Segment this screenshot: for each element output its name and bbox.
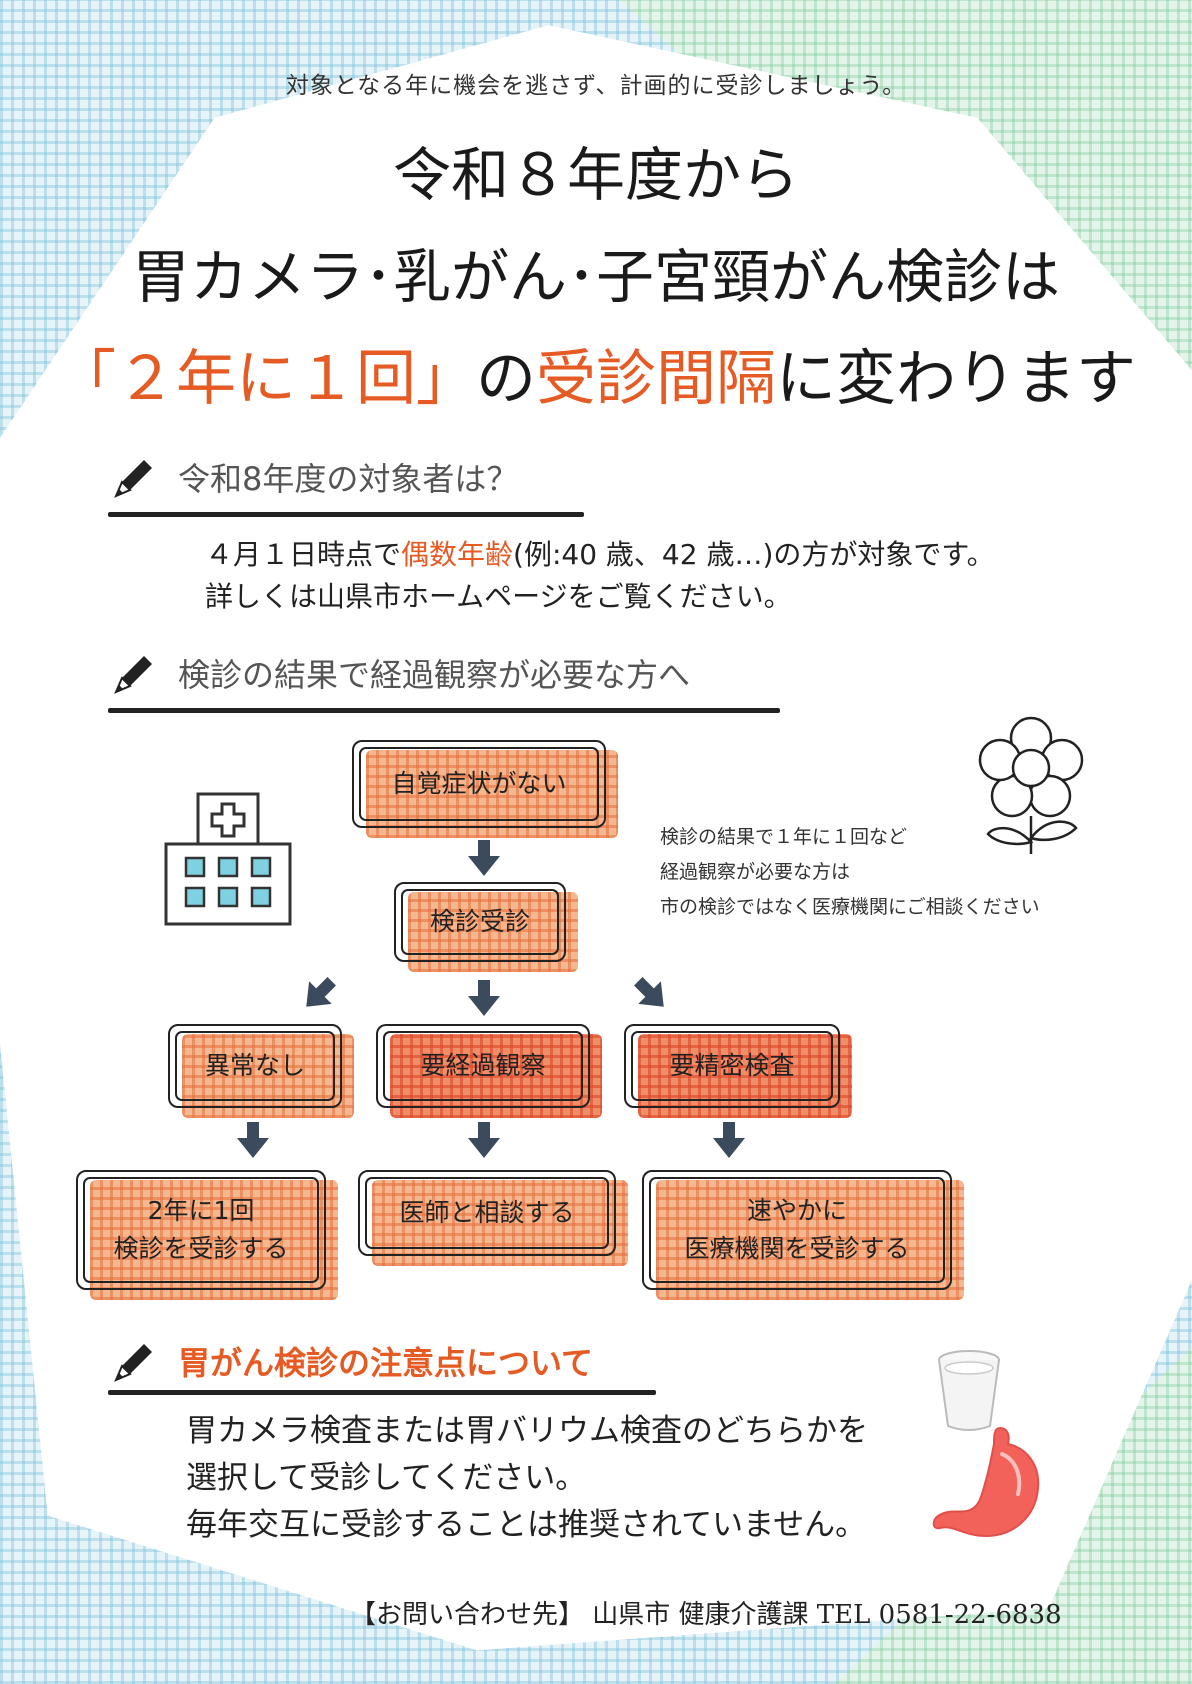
flow-box-observe: 要経過観察 (376, 1024, 602, 1118)
note-line: 経過観察が必要な方は (660, 861, 851, 883)
flow-label: 要経過観察 (420, 1051, 546, 1080)
flow-box-result-detailed: 速やかに医療機関を受診する (642, 1170, 964, 1300)
title-consultation-interval: 受診間隔 (536, 344, 776, 414)
flow-label: 検診受診 (429, 907, 530, 936)
arrow-down-icon (468, 840, 500, 876)
flow-label: 医師と相談する (399, 1198, 575, 1227)
arrow-down-icon (713, 1122, 745, 1158)
stomach-notice: 胃カメラ検査または胃バリウム検査のどちらかを 選択して受診してください。 毎年交… (186, 1408, 868, 1549)
flow-label-line: 速やかに (746, 1196, 847, 1225)
note-line: 市の検診ではなく医療機関にご相談ください (660, 896, 1040, 918)
section-heading-stomach-text: 胃がん検診の注意点について (178, 1344, 594, 1382)
arrow-down-icon (468, 1122, 500, 1158)
arrow-down-left-icon (306, 977, 336, 1007)
pencil-icon (114, 1344, 152, 1382)
flow-label: 速やかに医療機関を受診する (684, 1192, 909, 1268)
stomach-notice-line: 胃カメラ検査または胃バリウム検査のどちらかを (186, 1413, 868, 1449)
flow-label: 要精密検査 (669, 1051, 795, 1080)
target-description: ４月１日時点で偶数年齢(例:40 歳、42 歳…)の方が対象です。 詳しくは山県… (205, 534, 995, 618)
pencil-icon (114, 656, 152, 694)
stomach-notice-line: 選択して受診してください。 (186, 1460, 587, 1496)
even-age-highlight: 偶数年齢 (401, 538, 514, 571)
section-heading-target-text: 令和8年度の対象者は？ (178, 460, 519, 498)
title-interval-highlight: 「２年に１回」 (56, 344, 476, 414)
hospital-icon (164, 792, 292, 926)
flow-label-line: 検診を受診する (113, 1234, 289, 1263)
title-line-3: 「２年に１回」の受診間隔に変わります (0, 330, 1192, 417)
flow-box-screening: 検診受診 (394, 882, 578, 972)
flow-box-detailed: 要精密検査 (624, 1024, 852, 1118)
section-heading-follow-up: 検診の結果で経過観察が必要な方へ (108, 648, 690, 698)
arrow-down-icon (237, 1122, 269, 1158)
section-heading-target: 令和8年度の対象者は？ (108, 452, 518, 502)
section-heading-stomach: 胃がん検診の注意点について (108, 1336, 593, 1386)
section-underline (108, 1390, 656, 1395)
title-end: に変わります (776, 344, 1136, 414)
note-line: 検診の結果で１年に１回など (660, 826, 908, 848)
title-line-1: 令和８年度から (392, 141, 799, 209)
section-underline (108, 708, 780, 713)
section-underline (108, 512, 584, 517)
title-line-2: 胃カメラ･乳がん･子宮頸がん検診は (131, 243, 1060, 311)
flow-label-line: 医療機関を受診する (684, 1234, 910, 1263)
flow-label-line: 2年に1回 (147, 1196, 255, 1225)
flow-label: 自覚症状がない (391, 769, 567, 798)
target-text-post: (例:40 歳、42 歳…)の方が対象です。 (513, 538, 995, 571)
stomach-notice-line: 毎年交互に受診することは推奨されていません。 (186, 1507, 867, 1543)
flower-icon (978, 716, 1084, 854)
follow-up-note: 検診の結果で１年に１回など 経過観察が必要な方は 市の検診ではなく医療機関にご相… (660, 820, 1040, 925)
target-text-pre: ４月１日時点で (205, 538, 402, 571)
cup-icon (938, 1350, 1000, 1431)
lead-text: 対象となる年に機会を逃さず、計画的に受診しましょう。 (285, 73, 907, 99)
arrow-down-icon (468, 980, 500, 1016)
flow-box-no-symptoms: 自覚症状がない (352, 740, 618, 838)
flow-box-result-normal: 2年に1回検診を受診する (76, 1170, 338, 1300)
flow-label: 2年に1回検診を受診する (113, 1192, 288, 1268)
homepage-notice: 詳しくは山県市ホームページをご覧ください。 (205, 580, 792, 613)
stomach-icon (932, 1426, 1040, 1538)
arrow-down-right-icon (634, 977, 664, 1007)
flow-label: 異常なし (204, 1051, 305, 1080)
flow-box-normal: 異常なし (168, 1024, 354, 1118)
pencil-icon (114, 460, 152, 498)
title-particle: の (476, 344, 536, 414)
contact-info: 【お問い合わせ先】 山県市 健康介護課 TEL 0581-22-6838 (350, 1600, 1062, 1630)
section-heading-follow-up-text: 検診の結果で経過観察が必要な方へ (178, 656, 691, 694)
flow-box-result-observe: 医師と相談する (358, 1170, 628, 1266)
